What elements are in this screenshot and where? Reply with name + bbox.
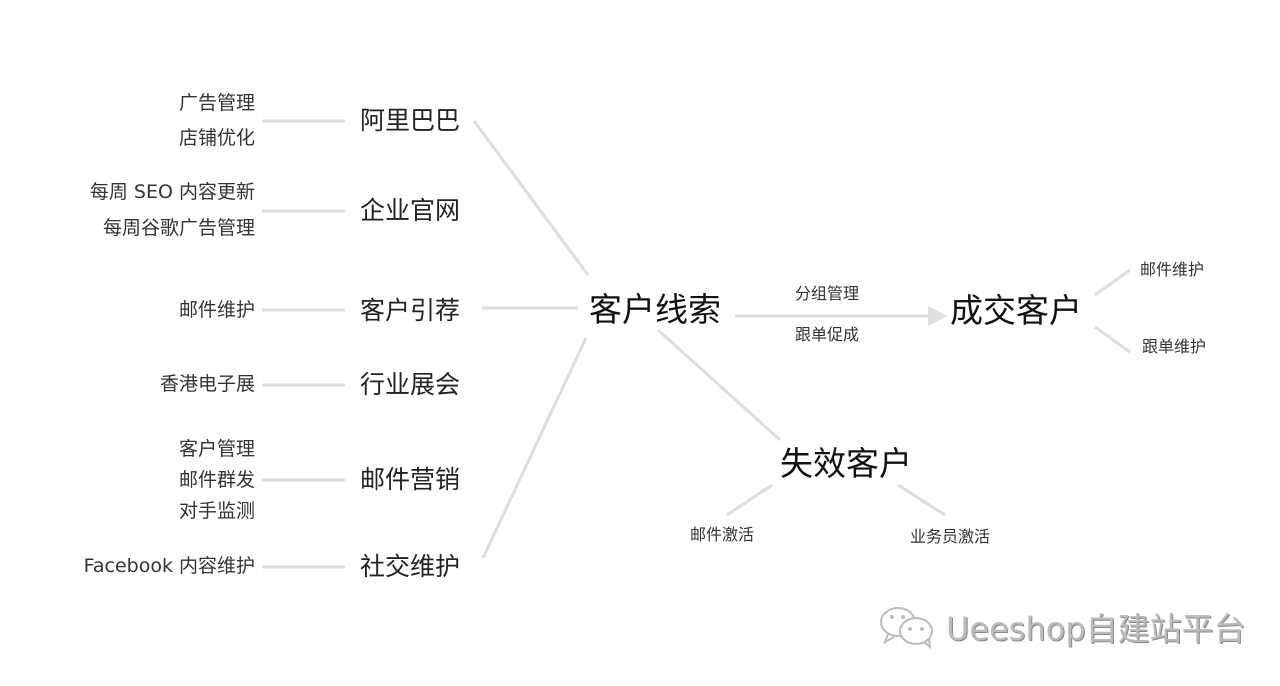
sub-item: 邮件维护 — [178, 299, 255, 321]
source-referral: 客户引荐 — [360, 296, 461, 325]
won-item: 邮件维护 — [1140, 260, 1205, 279]
sub-item: 邮件群发 — [178, 469, 255, 491]
line-lost-2 — [897, 483, 946, 517]
lost-node: 失效客户 — [780, 444, 912, 483]
source-expo: 行业展会 — [360, 370, 461, 399]
source-email-marketing: 邮件营销 — [360, 465, 461, 494]
center-node: 客户线索 — [589, 290, 721, 329]
source-social: 社交维护 — [360, 552, 461, 581]
watermark-text: Ueeshop自建站平台 — [946, 610, 1246, 648]
arrow-label: 分组管理 — [795, 284, 860, 303]
won-item: 跟单维护 — [1142, 337, 1207, 356]
arrow-head — [928, 306, 947, 326]
watermark: Ueeshop自建站平台 — [878, 604, 1246, 650]
lost-item: 业务员激活 — [910, 527, 991, 546]
sub-item: Facebook 内容维护 — [83, 555, 255, 577]
arrow-label: 跟单促成 — [795, 325, 860, 344]
line-won-1 — [1094, 268, 1131, 297]
sub-item: 每周 SEO 内容更新 — [89, 181, 255, 203]
sub-item: 广告管理 — [178, 92, 255, 114]
line-won-2 — [1094, 325, 1131, 354]
lost-item: 邮件激活 — [690, 525, 755, 544]
wechat-icon — [880, 607, 933, 649]
sub-item: 客户管理 — [178, 438, 255, 460]
line-social-center — [481, 337, 588, 559]
sub-item: 香港电子展 — [159, 373, 255, 395]
source-website: 企业官网 — [360, 196, 461, 225]
line-lost-1 — [726, 483, 773, 517]
line-center-lost — [656, 328, 782, 442]
won-node: 成交客户 — [950, 291, 1082, 330]
line-alibaba-center — [472, 120, 590, 276]
sub-item: 每周谷歌广告管理 — [102, 217, 255, 239]
sub-item: 对手监测 — [178, 500, 255, 522]
source-alibaba: 阿里巴巴 — [360, 106, 461, 135]
sub-item: 店铺优化 — [178, 127, 255, 149]
